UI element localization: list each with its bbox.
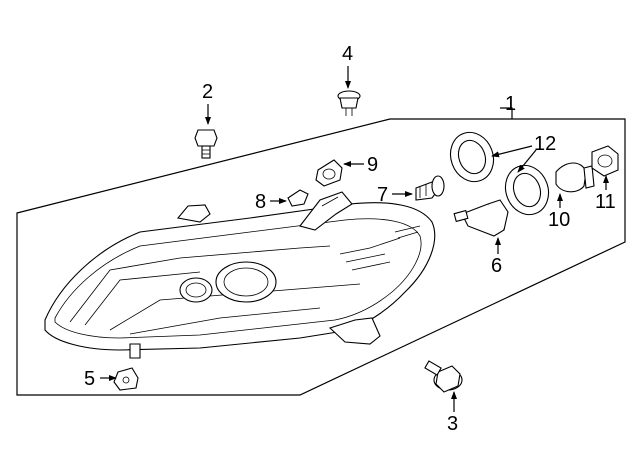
bulb-part-6 [453, 199, 509, 237]
leader-lines [100, 66, 609, 412]
callout-6: 6 [491, 255, 502, 277]
callout-3: 3 [447, 413, 458, 435]
callout-4: 4 [342, 43, 353, 65]
seal-ring-lower-part-12 [504, 164, 550, 216]
callout-11: 11 [595, 191, 616, 213]
clip-nut-part-5 [113, 367, 139, 391]
bulb-part-8 [287, 189, 309, 207]
headlamp-housing [44, 191, 436, 359]
seal-ring-upper-part-12 [449, 131, 495, 183]
callout-9: 9 [367, 154, 378, 176]
bulb-part-10 [555, 162, 595, 193]
callout-5: 5 [84, 368, 95, 390]
callout-1: 1 [505, 93, 516, 115]
callout-12: 12 [534, 133, 556, 155]
callout-labels: 1 2 3 4 5 6 7 8 9 10 11 12 [84, 43, 616, 435]
socket-part-9 [315, 159, 343, 187]
callout-8: 8 [255, 191, 266, 213]
callout-7: 7 [377, 184, 388, 206]
clip-part-4 [337, 90, 361, 116]
callout-10: 10 [548, 209, 570, 231]
callout-2: 2 [202, 81, 213, 103]
assembly-panel [16, 118, 626, 396]
bolt-part-3 [424, 360, 463, 393]
bolt-part-2 [194, 129, 218, 159]
bulb-part-7 [415, 175, 445, 201]
socket-part-11 [591, 145, 619, 177]
